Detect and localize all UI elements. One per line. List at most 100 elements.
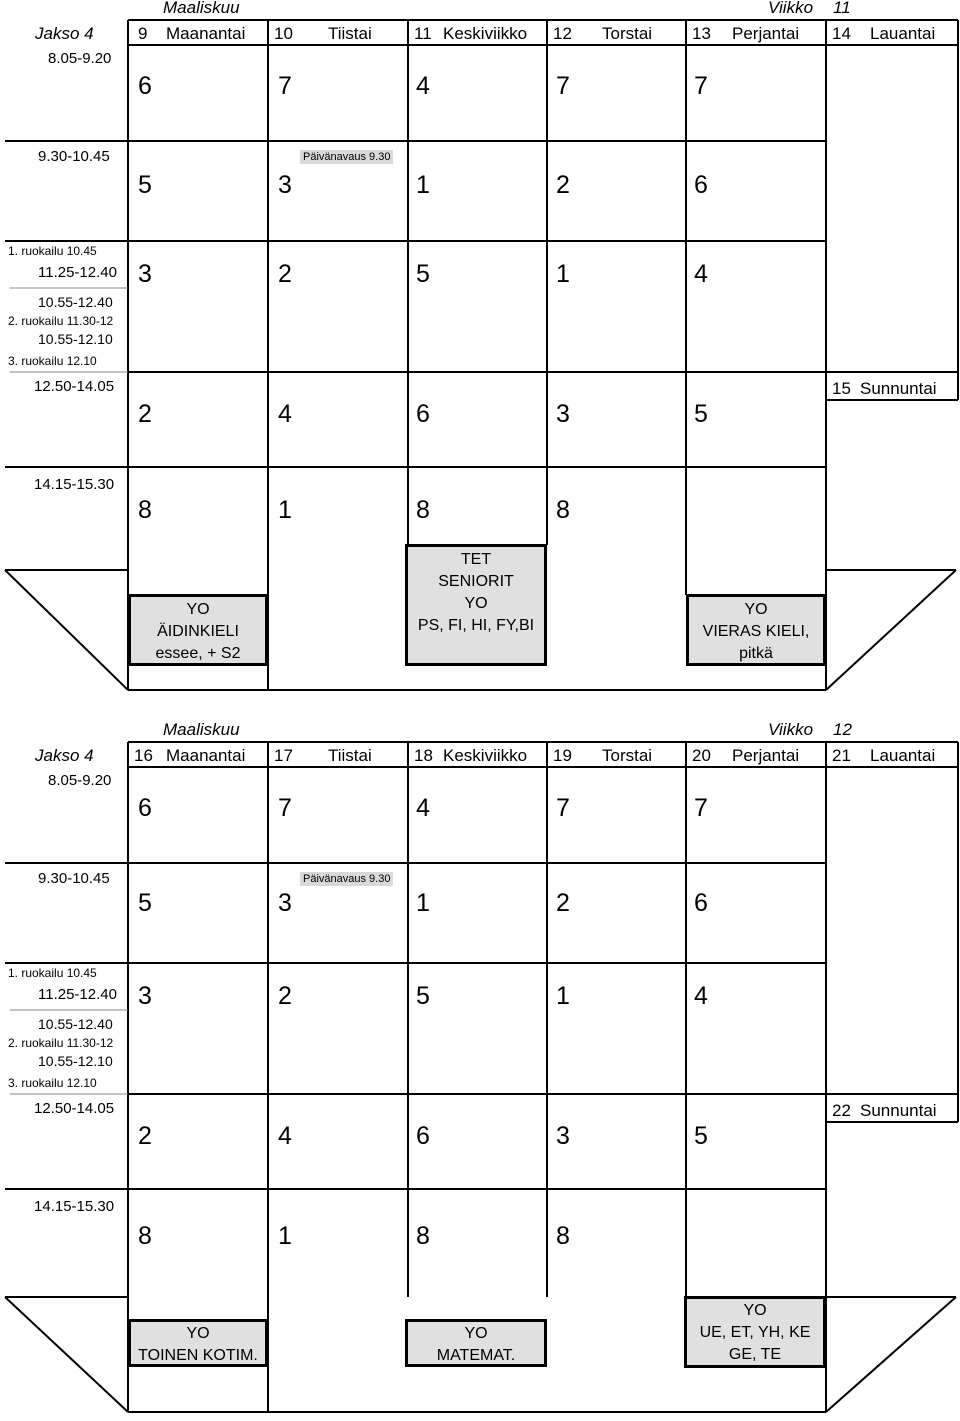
- lesson-number: 4: [694, 982, 708, 1010]
- lesson-number: 7: [556, 72, 570, 100]
- exam-box-wednesday: YO MATEMAT.: [405, 1319, 547, 1367]
- exam-line: TET: [460, 551, 492, 568]
- day-num: 21: [832, 746, 851, 765]
- day-name: Torstai: [602, 746, 653, 765]
- time-slot: 9.30-10.45: [38, 870, 110, 887]
- week-label: Viikko: [768, 720, 814, 739]
- lunch-info: 3. ruokailu 12.10: [8, 354, 97, 368]
- day-name: Lauantai: [870, 24, 936, 43]
- exam-box-monday: YO ÄIDINKIELI essee, + S2: [128, 594, 268, 666]
- exam-line: YO: [464, 1325, 488, 1342]
- period-label: Jakso 4: [35, 24, 94, 43]
- lesson-number: 8: [556, 1222, 570, 1250]
- holiday-note: Päivänavaus 9.30: [300, 872, 394, 886]
- lunch-info: 1. ruokailu 10.45: [8, 966, 97, 980]
- exam-box-wednesday: TET SENIORIT YO PS, FI, HI, FY,BI: [405, 544, 547, 666]
- lesson-number: 5: [416, 260, 430, 288]
- exam-box-friday: YO UE, ET, YH, KE GE, TE: [684, 1296, 826, 1368]
- lesson-number: 2: [556, 889, 570, 917]
- lesson-number: 3: [278, 171, 292, 199]
- lesson-number: 3: [556, 400, 570, 428]
- month-label: Maaliskuu: [163, 0, 240, 17]
- exam-line: YO: [186, 601, 210, 618]
- week-label: Viikko: [768, 0, 814, 17]
- day-num: 14: [832, 24, 851, 43]
- day-name: Lauantai: [870, 746, 936, 765]
- exam-line: YO: [744, 601, 768, 618]
- lesson-number: 7: [556, 794, 570, 822]
- lesson-number: 3: [138, 260, 152, 288]
- lesson-number: 8: [416, 496, 430, 524]
- time-slot: 10.55-12.10: [38, 331, 113, 347]
- lesson-number: 3: [556, 1122, 570, 1150]
- exam-line: UE, ET, YH, KE: [699, 1324, 811, 1341]
- day-num: 20: [692, 746, 711, 765]
- exam-line: essee, + S2: [155, 645, 241, 662]
- lesson-number: 5: [694, 1122, 708, 1150]
- day-name: Tiistai: [328, 746, 372, 765]
- lesson-number: 8: [416, 1222, 430, 1250]
- sunday-num: 15: [832, 379, 851, 398]
- lesson-number: 4: [278, 400, 292, 428]
- day-name: Maanantai: [166, 24, 246, 43]
- lesson-number: 1: [556, 982, 570, 1010]
- sunday-name: Sunnuntai: [860, 1101, 937, 1120]
- time-slot: 9.30-10.45: [38, 148, 110, 165]
- exam-line: SENIORIT: [438, 573, 514, 590]
- day-name: Maanantai: [166, 746, 246, 765]
- lesson-number: 6: [416, 400, 430, 428]
- day-name: Keskiviikko: [443, 746, 528, 765]
- lesson-number: 8: [556, 496, 570, 524]
- lesson-number: 2: [556, 171, 570, 199]
- time-slot: 8.05-9.20: [48, 50, 112, 67]
- day-num: 13: [692, 24, 711, 43]
- lunch-info: 2. ruokailu 11.30-12: [8, 314, 114, 328]
- lunch-info: 2. ruokailu 11.30-12: [8, 1036, 114, 1050]
- exam-box-friday: YO VIERAS KIELI, pitkä: [686, 594, 826, 666]
- day-name: Torstai: [602, 24, 653, 43]
- lesson-number: 2: [138, 400, 152, 428]
- lesson-number: 8: [138, 496, 152, 524]
- lesson-number: 6: [694, 171, 708, 199]
- time-slot: 11.25-12.40: [38, 986, 117, 1003]
- lesson-number: 1: [556, 260, 570, 288]
- time-slot: 8.05-9.20: [48, 772, 112, 789]
- lesson-number: 1: [278, 496, 292, 524]
- day-num: 18: [414, 746, 433, 765]
- day-num: 10: [274, 24, 293, 43]
- lesson-number: 2: [138, 1122, 152, 1150]
- time-slot: 14.15-15.30: [34, 1198, 115, 1215]
- lesson-number: 4: [416, 794, 430, 822]
- lesson-number: 7: [278, 794, 292, 822]
- sunday-num: 22: [832, 1101, 851, 1120]
- week-12-grid-lines: [4, 741, 959, 1413]
- day-name: Perjantai: [732, 24, 800, 43]
- exam-line: GE, TE: [728, 1346, 782, 1363]
- exam-line: YO: [464, 595, 488, 612]
- lesson-number: 2: [278, 260, 292, 288]
- time-slot: 10.55-12.40: [38, 1016, 113, 1032]
- lesson-number: 6: [694, 889, 708, 917]
- week-12-schedule: Maaliskuu Viikko 12 Jakso 4 16 Maanantai…: [0, 720, 960, 1421]
- week-number: 12: [833, 720, 852, 739]
- week-number: 11: [833, 0, 851, 17]
- lesson-number: 6: [138, 72, 152, 100]
- exam-line: MATEMAT.: [436, 1347, 516, 1364]
- exam-line: YO: [743, 1302, 767, 1319]
- lunch-info: 3. ruokailu 12.10: [8, 1076, 97, 1090]
- lesson-number: 5: [416, 982, 430, 1010]
- day-num: 12: [553, 24, 572, 43]
- day-name: Tiistai: [328, 24, 372, 43]
- lesson-number: 1: [416, 171, 430, 199]
- exam-line: ÄIDINKIELI: [157, 623, 239, 640]
- lesson-number: 1: [416, 889, 430, 917]
- period-label: Jakso 4: [35, 746, 94, 765]
- lesson-number: 4: [416, 72, 430, 100]
- exam-line: VIERAS KIELI,: [702, 623, 810, 640]
- lesson-number: 2: [278, 982, 292, 1010]
- lesson-number: 8: [138, 1222, 152, 1250]
- lunch-info: 1. ruokailu 10.45: [8, 244, 97, 258]
- sunday-name: Sunnuntai: [860, 379, 937, 398]
- lesson-number: 5: [138, 171, 152, 199]
- exam-line: pitkä: [739, 645, 773, 662]
